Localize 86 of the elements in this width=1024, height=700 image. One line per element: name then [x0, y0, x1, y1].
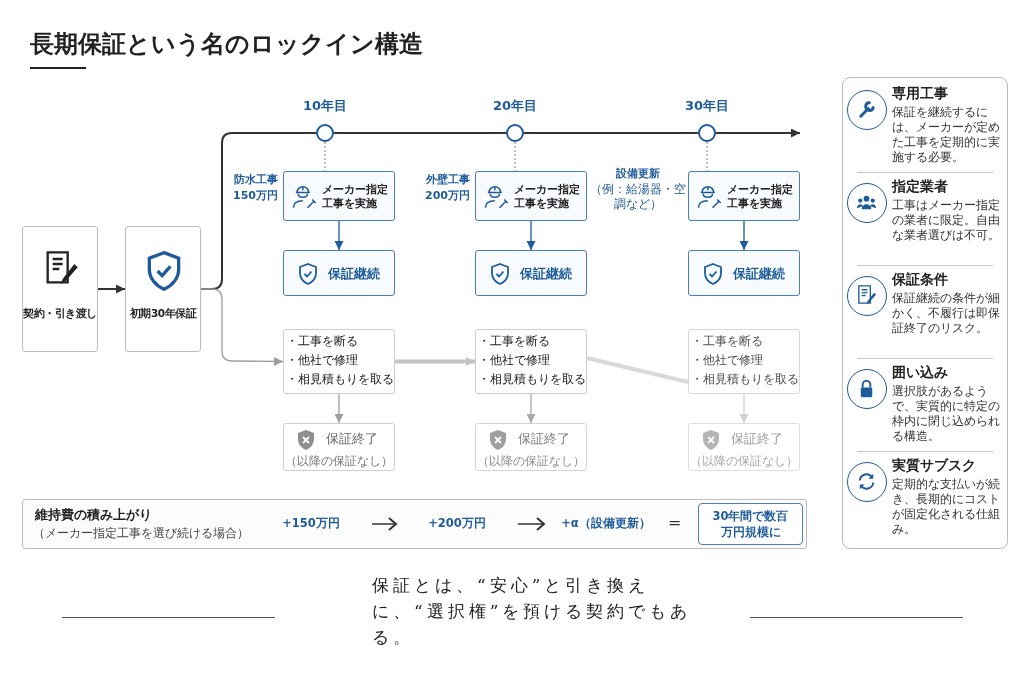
milestone-circle	[506, 124, 524, 142]
step-label: メーカー指定工事を実施	[727, 182, 793, 210]
process-box	[475, 171, 587, 221]
work-note: （例：給湯器・空調など）	[590, 182, 686, 212]
arrow	[200, 288, 284, 366]
process-box	[22, 226, 98, 352]
status-label: 保証終了	[731, 430, 783, 448]
status-box	[283, 250, 395, 296]
chevron-arrow	[517, 517, 545, 531]
closing-quote: 保証とは、“安心”と引き換えに、“選択権”を預ける契約でもある。	[372, 574, 692, 649]
option-box	[283, 329, 395, 394]
feature-heading: 実質サブスク	[892, 457, 976, 475]
work-cost-label: 防水工事 150万円	[232, 172, 278, 204]
status-label: 保証終了	[326, 430, 378, 448]
status-box	[688, 250, 800, 296]
year-label: 10年目	[301, 97, 349, 115]
arrow	[334, 393, 344, 424]
feature-description: 工事はメーカー指定の業者に限定。自由な業者選びは不可。	[892, 198, 1001, 243]
dotted-connector	[324, 141, 326, 172]
process-box	[688, 171, 800, 221]
status-box	[283, 423, 395, 471]
option-item: ・他社で修理	[286, 352, 358, 369]
feature-heading: 囲い込み	[892, 364, 948, 382]
status-label: 保証継続	[328, 265, 380, 283]
feature-heading: 保証条件	[892, 271, 948, 289]
feature-description: 保証継続の条件が細かく、不履行は即保証終了のリスク。	[892, 291, 1001, 336]
status-label: 保証継続	[733, 265, 785, 283]
milestone-circle	[698, 124, 716, 142]
result-box	[698, 503, 803, 545]
year-label: 30年目	[683, 97, 731, 115]
cost-amount: +α（設備更新）	[560, 516, 652, 531]
arrow	[395, 357, 475, 366]
arrow	[526, 220, 536, 251]
process-box	[125, 226, 201, 352]
option-item: ・工事を断る	[691, 333, 763, 350]
option-box	[688, 329, 800, 394]
work-cost-label: 外壁工事 200万円	[424, 172, 470, 204]
status-label: 保証終了	[518, 430, 570, 448]
arrow	[739, 220, 749, 251]
option-item: ・工事を断る	[478, 333, 550, 350]
status-label: 保証継続	[520, 265, 572, 283]
arrow	[526, 393, 536, 424]
equals-sign: =	[668, 513, 682, 532]
summary-heading: 維持費の積み上がり	[35, 507, 152, 524]
status-box	[688, 423, 800, 471]
chevron-arrow	[371, 517, 397, 531]
option-item: ・相見積もりを取る	[691, 371, 799, 388]
timeline-line	[715, 128, 801, 138]
option-item: ・相見積もりを取る	[478, 371, 586, 388]
diagram-title: 長期保証という名のロックイン構造	[30, 29, 423, 60]
milestone-circle	[316, 124, 334, 142]
dotted-connector	[706, 141, 708, 172]
option-item: ・相見積もりを取る	[286, 371, 394, 388]
option-item: ・工事を断る	[286, 333, 358, 350]
option-item: ・他社で修理	[478, 352, 550, 369]
status-box	[475, 423, 587, 471]
feature-panel	[842, 77, 1008, 549]
summary-bar	[22, 499, 807, 549]
option-box	[475, 329, 587, 394]
timeline-line	[523, 132, 699, 134]
feature-heading: 指定業者	[892, 178, 948, 196]
feature-description: 保証を継続するには、メーカーが定めた工事を定期的に実施する必要。	[892, 105, 1001, 165]
feature-description: 選択肢があるようで、実質的に特定の枠内に閉じ込められる構造。	[892, 384, 1001, 444]
cost-amount: +150万円	[281, 516, 341, 531]
option-item: ・他社で修理	[691, 352, 763, 369]
cost-amount: +200万円	[427, 516, 487, 531]
feature-description: 定期的な支払いが続き、長期的にコストが固定化される仕組み。	[892, 477, 1001, 537]
arrow	[97, 284, 126, 294]
step-label: 契約・引き渡し	[23, 307, 97, 321]
step-label: 初期30年保証	[128, 307, 198, 321]
dotted-connector	[514, 141, 516, 172]
work-cost-label: 設備更新	[615, 166, 661, 182]
summary-note: （メーカー指定工事を選び続ける場合）	[33, 526, 249, 541]
arrow	[334, 220, 344, 251]
timeline-line	[333, 132, 507, 134]
step-label: メーカー指定工事を実施	[514, 182, 580, 210]
year-label: 20年目	[491, 97, 539, 115]
feature-heading: 専用工事	[892, 85, 948, 103]
status-note: （以降の保証なし）	[476, 454, 586, 469]
status-box	[475, 250, 587, 296]
process-box	[283, 171, 395, 221]
arrow	[739, 393, 749, 424]
step-label: メーカー指定工事を実施	[322, 182, 388, 210]
status-note: （以降の保証なし）	[689, 454, 799, 469]
status-note: （以降の保証なし）	[284, 454, 394, 469]
total-text: 30年間で数百万円規模に	[711, 508, 790, 541]
